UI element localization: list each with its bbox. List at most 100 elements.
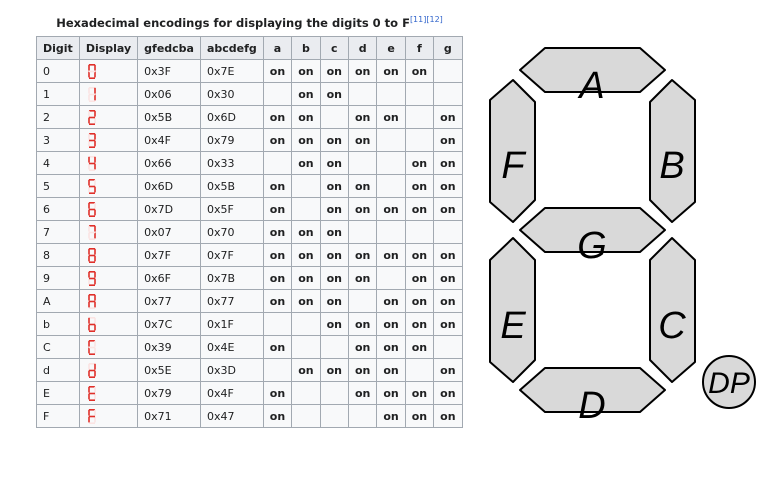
- display-cell: [78, 335, 139, 359]
- display-cell: [78, 174, 139, 198]
- segment-cell: [433, 82, 463, 106]
- segment-cell: [376, 220, 406, 244]
- segment-cell: [319, 335, 349, 359]
- glyph-segment-d: [88, 284, 95, 286]
- segment-cell: on: [262, 105, 293, 129]
- glyph-segment-c: [94, 416, 96, 423]
- abcdefg-cell: 0x47: [199, 404, 264, 428]
- segment-cell: on: [347, 335, 378, 359]
- glyph-segment-e: [88, 255, 90, 262]
- segment-g: [519, 207, 666, 253]
- segment-cell: on: [404, 197, 435, 221]
- segment-cell: on: [433, 174, 463, 198]
- abcdefg-cell: 0x30: [199, 82, 264, 106]
- segment-cell: [404, 82, 435, 106]
- abcdefg-cell: 0x70: [199, 220, 264, 244]
- display-cell: [78, 243, 139, 267]
- segment-cell: on: [433, 105, 463, 129]
- segment-cell: on: [433, 404, 463, 428]
- gfedcba-cell: 0x77: [137, 289, 201, 313]
- segment-cell: on: [347, 358, 378, 382]
- glyph-segment-a: [88, 87, 95, 89]
- segment-cell: on: [291, 289, 321, 313]
- glyph-segment-a: [88, 363, 95, 365]
- glyph-segment-e: [88, 71, 90, 78]
- seven-segment-glyph: [88, 248, 96, 263]
- glyph-segment-g: [88, 415, 95, 418]
- citation-refs: [11][12]: [410, 15, 443, 24]
- abcdefg-cell: 0x5B: [199, 174, 264, 198]
- display-cell: [78, 381, 139, 405]
- glyph-segment-f: [88, 340, 90, 347]
- glyph-segment-c: [94, 209, 96, 216]
- glyph-segment-b: [94, 248, 96, 255]
- segment-cell: on: [433, 289, 463, 313]
- column-header-f: f: [404, 36, 435, 60]
- segment-cell: on: [404, 312, 435, 336]
- display-cell: [78, 358, 139, 382]
- segment-cell: on: [319, 289, 349, 313]
- glyph-segment-d: [88, 100, 95, 102]
- glyph-segment-f: [88, 409, 90, 416]
- segment-cell: [433, 220, 463, 244]
- seven-segment-glyph: [88, 110, 96, 125]
- glyph-segment-g: [88, 116, 95, 119]
- glyph-segment-d: [88, 399, 95, 401]
- segment-cell: on: [262, 266, 293, 290]
- glyph-segment-d: [88, 215, 95, 217]
- digit-cell: C: [36, 335, 80, 359]
- citation-link-12[interactable]: [12]: [426, 15, 443, 24]
- display-cell: [78, 128, 139, 152]
- segment-cell: on: [404, 59, 435, 83]
- segment-cell: on: [347, 128, 378, 152]
- glyph-segment-e: [88, 140, 90, 147]
- digit-cell: 5: [36, 174, 80, 198]
- segment-cell: on: [347, 381, 378, 405]
- digit-cell: 3: [36, 128, 80, 152]
- segment-cell: on: [433, 243, 463, 267]
- glyph-segment-g: [88, 70, 95, 73]
- abcdefg-cell: 0x6D: [199, 105, 264, 129]
- segment-f: [489, 79, 536, 223]
- segment-cell: on: [347, 59, 378, 83]
- seven-segment-glyph: [88, 179, 96, 194]
- glyph-segment-e: [88, 301, 90, 308]
- segment-cell: on: [433, 381, 463, 405]
- segment-cell: [291, 312, 321, 336]
- segment-cell: [404, 358, 435, 382]
- glyph-segment-d: [88, 330, 95, 332]
- segment-cell: on: [262, 243, 293, 267]
- segment-cell: on: [262, 289, 293, 313]
- glyph-segment-a: [88, 64, 95, 66]
- glyph-segment-b: [94, 110, 96, 117]
- caption-text: Hexadecimal encodings for displaying the…: [56, 16, 410, 30]
- segment-cell: [319, 404, 349, 428]
- segment-cell: on: [376, 197, 406, 221]
- gfedcba-cell: 0x4F: [137, 128, 201, 152]
- glyph-segment-b: [94, 225, 96, 232]
- glyph-segment-a: [88, 294, 95, 296]
- column-header-abcdefg: abcdefg: [199, 36, 264, 60]
- segment-cell: on: [319, 174, 349, 198]
- segment-cell: on: [376, 289, 406, 313]
- glyph-segment-d: [88, 123, 95, 125]
- abcdefg-cell: 0x5F: [199, 197, 264, 221]
- glyph-segment-e: [88, 232, 90, 239]
- glyph-segment-a: [88, 248, 95, 250]
- glyph-segment-d: [88, 261, 95, 263]
- segment-cell: on: [319, 59, 349, 83]
- glyph-segment-f: [88, 294, 90, 301]
- citation-link-11[interactable]: [11]: [409, 15, 427, 24]
- segment-cell: on: [347, 266, 378, 290]
- gfedcba-cell: 0x6D: [137, 174, 201, 198]
- segment-cell: on: [404, 335, 435, 359]
- seven-segment-glyph: [88, 87, 96, 102]
- segment-cell: on: [347, 105, 378, 129]
- segment-cell: on: [319, 128, 349, 152]
- segment-cell: on: [262, 128, 293, 152]
